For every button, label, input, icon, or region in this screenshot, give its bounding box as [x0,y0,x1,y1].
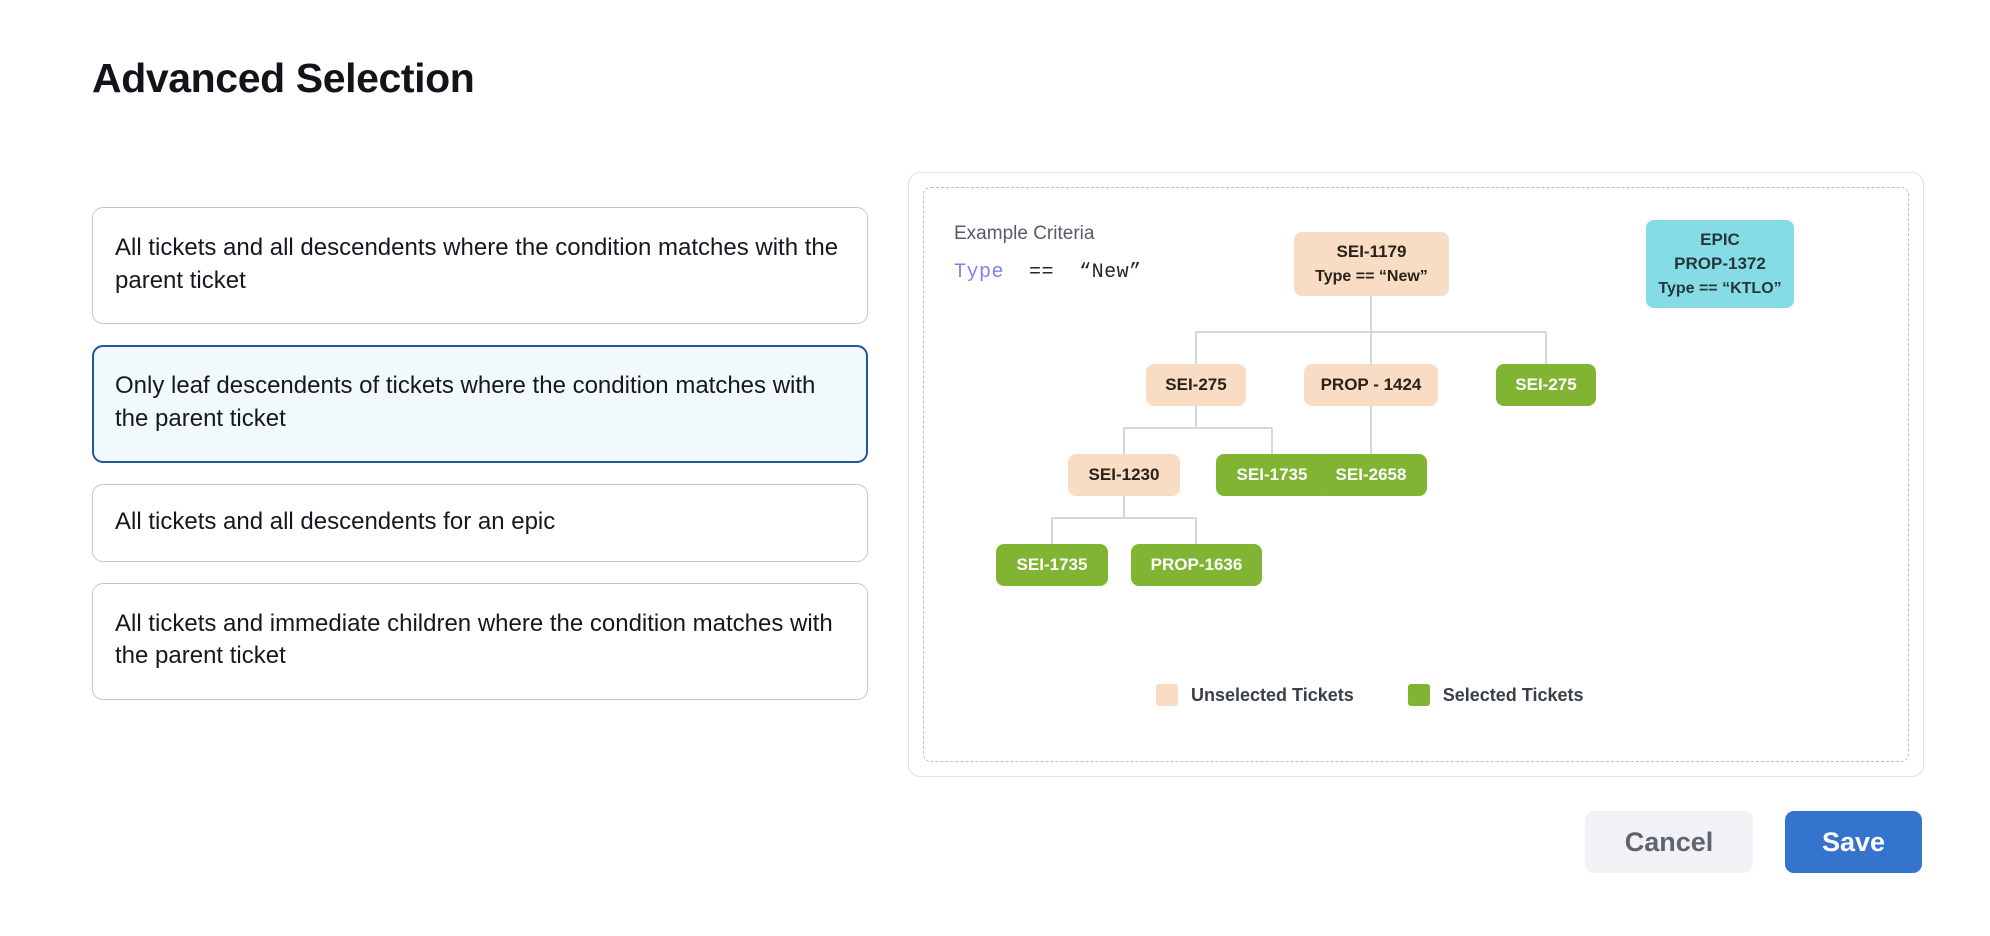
node-id: SEI-275 [1515,374,1577,394]
tree-node-prop-1424[interactable]: PROP - 1424 [1304,364,1438,406]
save-button[interactable]: Save [1785,811,1922,873]
node-id: SEI-1735 [1236,464,1308,484]
legend-swatch-selected-icon [1407,684,1430,706]
criteria-operator: == [1029,261,1055,284]
option-card-all-descendents-epic[interactable]: All tickets and all descendents for an e… [92,483,868,562]
node-id: SEI-2658 [1335,464,1407,484]
tree-node-sei-1230[interactable]: SEI-1230 [1068,454,1180,496]
tree-node-sei-1735-row4[interactable]: SEI-1735 [996,544,1108,586]
node-id: SEI-1230 [1088,464,1160,484]
node-id: PROP - 1424 [1320,374,1422,394]
tree-node-sei-275-right[interactable]: SEI-275 [1496,364,1596,406]
tree-connectors [1051,296,1547,544]
legend-item-unselected: Unselected Tickets [1156,684,1354,706]
tree-node-prop-1636[interactable]: PROP-1636 [1131,544,1262,586]
ticket-tree: SEI-1179 Type == “New” EPIC PROP-1372 Ty… [924,188,1912,765]
tree-node-epic-prop-1372[interactable]: EPIC PROP-1372 Type == “KTLO” [1646,220,1794,308]
option-label: All tickets and all descendents where th… [115,234,839,294]
legend-swatch-unselected-icon [1156,684,1178,706]
dialog-footer: Cancel Save [1585,811,1922,873]
diagram-legend: Unselected Tickets Selected Tickets [1156,684,1584,706]
page-title: Advanced Selection [92,55,475,101]
example-diagram-panel: Example Criteria Type == “New” [908,172,1924,777]
option-card-leaf-descendents-condition[interactable]: Only leaf descendents of tickets where t… [92,345,868,463]
diagram-dashed-frame: Example Criteria Type == “New” [923,187,1909,762]
tree-node-sei-1735-row3[interactable]: SEI-1735 [1216,454,1328,496]
option-card-all-descendents-condition[interactable]: All tickets and all descendents where th… [92,207,868,325]
option-label: All tickets and immediate children where… [115,609,833,670]
criteria-value: “New” [1079,261,1142,284]
tree-node-sei-2658[interactable]: SEI-2658 [1315,454,1427,496]
option-label: Only leaf descendents of tickets where t… [115,372,816,432]
node-id: PROP-1636 [1150,554,1243,574]
option-label: All tickets and all descendents for an e… [115,508,556,536]
tree-node-sei-275-left[interactable]: SEI-275 [1146,364,1246,406]
cancel-button[interactable]: Cancel [1585,811,1753,873]
node-id: SEI-1179 [1336,242,1407,262]
criteria-field: Type [954,261,1005,284]
criteria-expression: Type == “New” [954,261,1142,284]
node-subtitle: Type == “New” [1315,267,1428,285]
tree-node-root-sei-1179[interactable]: SEI-1179 Type == “New” [1294,232,1449,296]
node-subtitle: Type == “KTLO” [1658,280,1782,298]
legend-label: Selected Tickets [1442,684,1584,705]
option-card-immediate-children-condition[interactable]: All tickets and immediate children where… [92,582,868,700]
legend-item-selected: Selected Tickets [1407,684,1584,706]
node-id: SEI-275 [1165,374,1227,394]
node-kind: EPIC [1700,229,1740,249]
node-id: SEI-1735 [1016,554,1088,574]
selection-options-list: All tickets and all descendents where th… [92,207,868,700]
node-id: PROP-1372 [1674,254,1766,274]
criteria-title: Example Criteria [954,223,1095,244]
legend-label: Unselected Tickets [1191,684,1354,705]
